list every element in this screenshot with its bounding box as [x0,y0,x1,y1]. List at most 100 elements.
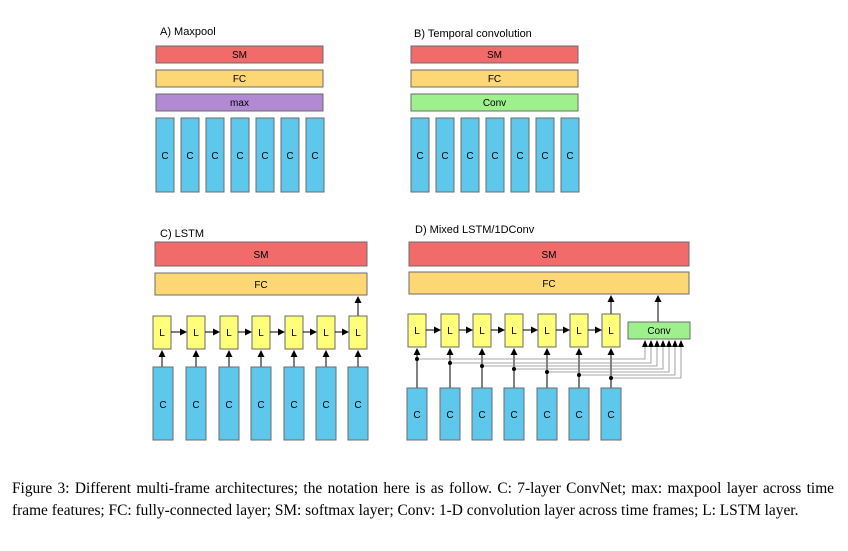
svg-text:L: L [511,326,517,337]
panel-d-title: D) Mixed LSTM/1DConv [415,224,535,236]
panel-a-maxpool: A) Maxpool SM FC max C C C C C C C [155,26,325,193]
panel-a-sm-label: SM [232,50,247,61]
panel-d-conv-label: Conv [647,326,670,337]
panel-c-sm-label: SM [254,250,269,261]
convnet-block: C [250,366,272,441]
convnet-block: C [439,387,461,441]
svg-text:L: L [193,328,199,339]
panel-b-title: B) Temporal convolution [414,28,532,40]
convnet-block: C [283,366,305,441]
svg-text:C: C [257,400,264,411]
panel-d-branch-dots [415,357,613,380]
lstm-cell: L [440,313,460,348]
panel-c-fc-layer: FC [154,272,368,296]
svg-text:C: C [478,410,485,421]
panel-b-temporal-convolution: B) Temporal convolution SM FC Conv C C C… [410,28,580,193]
panel-c-input-arrows [158,350,362,367]
convnet-block: C [315,366,337,441]
convnet-block: C [205,117,225,193]
lstm-cell: L [537,313,557,348]
svg-text:C: C [161,151,168,162]
lstm-cell: L [407,313,427,348]
svg-text:C: C [446,410,453,421]
svg-text:C: C [192,400,199,411]
panel-d-fc-layer: FC [408,271,690,295]
svg-text:C: C [311,151,318,162]
convnet-block: C [255,117,275,193]
convnet-block: C [305,117,325,193]
svg-text:C: C [290,400,297,411]
convnet-block: C [535,117,555,193]
panel-c-title: C) LSTM [160,228,204,240]
svg-text:C: C [186,151,193,162]
lstm-cell: L [251,315,271,350]
svg-text:C: C [510,410,517,421]
convnet-block: C [152,366,174,441]
convnet-block: C [230,117,250,193]
panel-c-frames: C C C C C C C [152,366,369,441]
svg-text:L: L [159,328,165,339]
panel-a-title: A) Maxpool [160,26,216,38]
convnet-block: C [471,387,493,441]
svg-text:L: L [323,328,329,339]
panel-b-sm-label: SM [487,50,502,61]
panel-a-fc-layer: FC [155,69,324,88]
svg-text:L: L [258,328,264,339]
svg-text:C: C [575,410,582,421]
svg-text:C: C [413,410,420,421]
lstm-cell: L [152,315,172,350]
lstm-cell: L [186,315,206,350]
convnet-block: C [485,117,505,193]
lstm-cell: L [504,313,524,348]
svg-text:C: C [516,151,523,162]
svg-text:C: C [416,151,423,162]
panel-a-max-layer: max [155,93,324,112]
svg-text:C: C [261,151,268,162]
panel-d-conv-block: Conv [627,321,691,340]
convnet-block: C [568,387,590,441]
panel-a-sm-layer: SM [155,45,324,64]
svg-text:C: C [543,410,550,421]
lstm-cell: L [348,315,368,350]
svg-text:L: L [226,328,232,339]
convnet-block: C [536,387,558,441]
panel-b-conv-label: Conv [483,98,506,109]
svg-text:L: L [479,326,485,337]
panel-d-fc-label: FC [542,279,555,290]
svg-text:C: C [354,400,361,411]
panel-b-fc-label: FC [488,74,501,85]
convnet-block: C [185,366,207,441]
panel-b-fc-layer: FC [410,69,579,88]
lstm-cell: L [601,313,621,348]
panel-c-lstm-cells: L L L L L L L [152,315,368,350]
panel-c-sm-layer: SM [154,241,368,267]
convnet-block: C [435,117,455,193]
panel-b-conv-layer: Conv [410,93,579,112]
panel-d-lstm-cells: L L L L L L L [407,313,621,348]
svg-text:C: C [566,151,573,162]
svg-text:C: C [225,400,232,411]
convnet-block: C [503,387,525,441]
svg-text:C: C [286,151,293,162]
svg-text:C: C [466,151,473,162]
panel-d-conv-input-arrowheads [642,340,684,347]
panel-b-frames: C C C C C C C [410,117,580,193]
convnet-block: C [510,117,530,193]
panel-c-fc-label: FC [254,280,267,291]
svg-text:C: C [159,400,166,411]
svg-text:L: L [355,328,361,339]
panel-c-lstm: C) LSTM SM FC L L L L L L L [152,228,369,441]
panel-a-fc-label: FC [233,74,246,85]
panel-a-frames: C C C C C C C [155,117,325,193]
panel-d-sm-layer: SM [408,241,690,267]
svg-text:C: C [607,410,614,421]
svg-text:L: L [576,326,582,337]
svg-text:C: C [236,151,243,162]
lstm-cell: L [219,315,239,350]
lstm-cell: L [472,313,492,348]
svg-text:C: C [441,151,448,162]
svg-text:C: C [491,151,498,162]
convnet-block: C [460,117,480,193]
convnet-block: C [347,366,369,441]
